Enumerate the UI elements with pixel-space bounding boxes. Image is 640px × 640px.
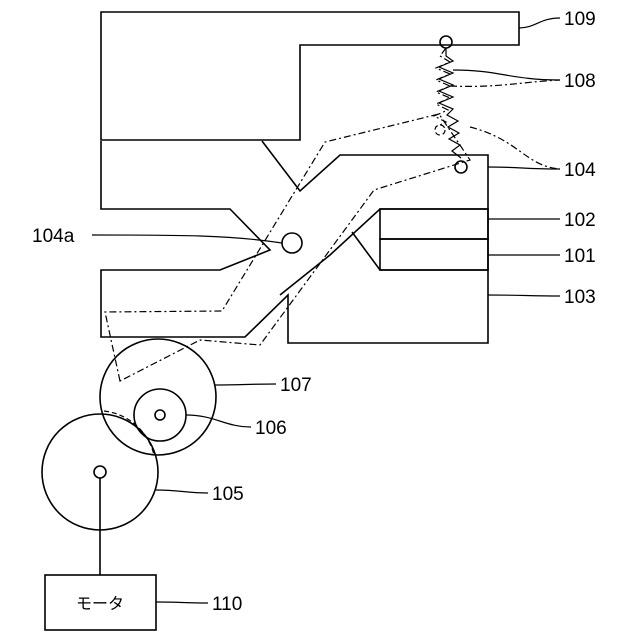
pin-upper	[440, 36, 452, 48]
label-104: 104	[564, 160, 596, 181]
pivot-104a	[282, 233, 302, 253]
leader-108-b	[450, 80, 560, 86]
pin-lower-alt	[435, 125, 445, 135]
link-slot-lower	[352, 232, 488, 270]
leader-104a	[92, 235, 282, 243]
label-109: 109	[564, 9, 596, 30]
leader-108-a	[453, 70, 560, 80]
leader-107	[214, 384, 276, 385]
gear-105-hidden	[104, 411, 154, 455]
gear-106	[134, 389, 186, 441]
leader-105	[156, 490, 208, 493]
label-105: 105	[212, 484, 244, 505]
block-101	[380, 239, 488, 270]
gear-106-hub	[155, 410, 165, 420]
block-102	[380, 209, 488, 239]
leader-103	[488, 295, 560, 296]
leader-106	[186, 415, 251, 427]
leader-104-a	[488, 167, 560, 169]
pin-lower	[455, 161, 467, 173]
label-107: 107	[280, 375, 312, 396]
label-102: 102	[564, 210, 596, 231]
gear-105-hub	[94, 466, 106, 478]
leader-104-b	[470, 127, 560, 169]
label-101: 101	[564, 246, 596, 267]
leader-110	[156, 602, 208, 603]
spring-108-alt	[434, 48, 450, 125]
upper-frame-109	[101, 12, 519, 140]
label-110: 110	[212, 594, 242, 615]
label-104a: 104a	[32, 226, 75, 247]
gear-107	[100, 339, 216, 455]
label-108: 108	[564, 71, 596, 92]
leader-109	[519, 18, 560, 28]
motor-label: モータ	[76, 594, 124, 613]
link-slot	[280, 209, 488, 295]
lower-body-outline	[101, 141, 488, 343]
label-103: 103	[564, 287, 596, 308]
label-106: 106	[255, 418, 287, 439]
